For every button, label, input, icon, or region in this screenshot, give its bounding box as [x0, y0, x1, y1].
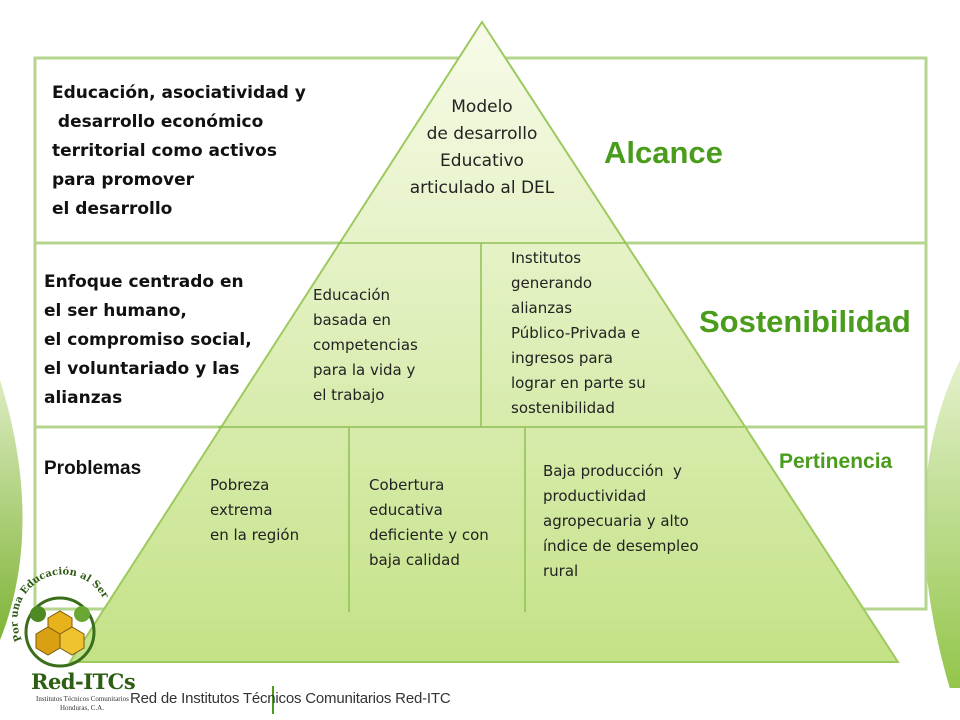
- sostenibilidad-label: Sostenibilidad: [699, 304, 911, 339]
- right-swoosh-decoration: [924, 360, 960, 720]
- logo-emblem: [24, 596, 96, 668]
- pyramid-middle-left-text: Educación basada en competencias para la…: [313, 286, 418, 404]
- pyramid-middle-right-text: Institutos generando alianzas Público-Pr…: [511, 249, 646, 417]
- footer-network-name: Red de Institutos Técnicos Comunitarios …: [130, 690, 451, 707]
- pertinencia-label: Pertinencia: [779, 450, 893, 473]
- problemas-heading: Problemas: [44, 458, 142, 479]
- logo-subtitle-1: Institutos Técnicos Comunitarios: [36, 695, 129, 703]
- left-swoosh-decoration: [0, 380, 23, 640]
- footer-bar: [0, 688, 960, 720]
- alcance-label: Alcance: [604, 135, 723, 170]
- pyramid-bottom-3-text: Baja producción y productividad agropecu…: [543, 462, 699, 580]
- alcance-description: Educación, asociatividad y desarrollo ec…: [52, 83, 306, 219]
- footer-divider: [272, 686, 274, 714]
- pyramid-apex-text: Modelo de desarrollo Educativo articulad…: [409, 97, 555, 198]
- logo-subtitle-2: Honduras, C.A.: [60, 704, 104, 712]
- pyramid-shape: [68, 20, 900, 663]
- pyramid-bottom-1-text: Pobreza extrema en la región: [210, 476, 300, 544]
- sostenibilidad-description: Enfoque centrado en el ser humano, el co…: [44, 272, 252, 408]
- pyramid-bottom-2-text: Cobertura educativa deficiente y con baj…: [369, 476, 489, 569]
- logo-name: Red-ITCs: [31, 669, 136, 694]
